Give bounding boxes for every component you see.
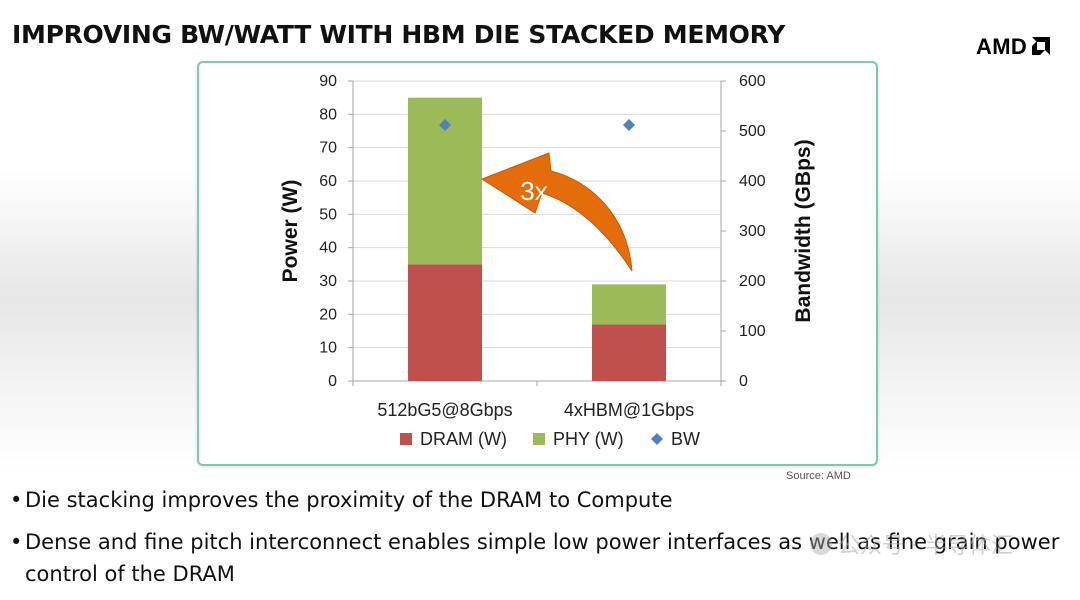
y2-tick-label: 600 xyxy=(739,73,766,90)
y-tick-label: 40 xyxy=(319,240,337,257)
bullet-list: •Die stacking improves the proximity of … xyxy=(10,484,1060,600)
bullet-text: Die stacking improves the proximity of t… xyxy=(25,488,673,512)
x-tick-label: 512bG5@8Gbps xyxy=(377,400,512,420)
bullet-text: Dense and fine pitch interconnect enable… xyxy=(25,530,1060,586)
y2-tick-label: 400 xyxy=(739,173,766,190)
y2-tick-label: 300 xyxy=(739,223,766,240)
y-tick-label: 30 xyxy=(319,273,337,290)
y2-tick-label: 0 xyxy=(739,373,748,390)
legend-swatch xyxy=(651,433,663,445)
source-note: Source: AMD xyxy=(786,470,851,482)
y2-tick-label: 500 xyxy=(739,123,766,140)
y-tick-label: 50 xyxy=(319,206,337,223)
legend-label: BW xyxy=(671,429,700,449)
bullet-item: •Dense and fine pitch interconnect enabl… xyxy=(10,526,1060,590)
y2-tick-label: 100 xyxy=(739,323,766,340)
legend-label: DRAM (W) xyxy=(420,429,507,449)
bw-point xyxy=(623,119,635,131)
legend-swatch xyxy=(400,433,412,445)
watermark-text: 公众号 · 半导体汇 xyxy=(838,534,1013,559)
x-tick-label: 4xHBM@1Gbps xyxy=(564,400,694,420)
y-tick-label: 60 xyxy=(319,173,337,190)
bullet-item: •Die stacking improves the proximity of … xyxy=(10,484,1060,516)
y-tick-label: 80 xyxy=(319,106,337,123)
annotation-label: 3x xyxy=(520,176,547,206)
y-axis-title: Power (W) xyxy=(279,180,302,283)
y-tick-label: 90 xyxy=(319,73,337,90)
wechat-icon xyxy=(810,533,832,555)
chart: 0 10 20 30 40 50 60 70 80 90 0 100 200 300 400 500 600Po… xyxy=(279,73,815,449)
bullet-dot: • xyxy=(10,530,23,554)
bullet-dot: • xyxy=(10,488,23,512)
bar-phy xyxy=(592,284,666,325)
y-tick-label: 20 xyxy=(319,306,337,323)
y-tick-label: 70 xyxy=(319,140,337,157)
amd-logo: AMD xyxy=(976,33,1051,61)
annotation-arrow xyxy=(480,152,633,272)
amd-arrow-icon xyxy=(1032,37,1051,55)
watermark: 公众号 · 半导体汇 xyxy=(810,528,1013,560)
y-tick-label: 10 xyxy=(319,340,337,357)
y2-tick-label: 200 xyxy=(739,273,766,290)
legend-label: PHY (W) xyxy=(553,429,624,449)
legend-swatch xyxy=(533,433,545,445)
bar-dram xyxy=(408,264,482,381)
slide-title: IMPROVING BW/WATT WITH HBM DIE STACKED M… xyxy=(12,20,786,49)
y-tick-label: 0 xyxy=(328,373,337,390)
amd-logo-text: AMD xyxy=(976,34,1028,59)
bar-dram xyxy=(592,324,666,381)
bw-point xyxy=(439,119,451,131)
y2-axis-title: Bandwidth (GBps) xyxy=(792,139,815,322)
